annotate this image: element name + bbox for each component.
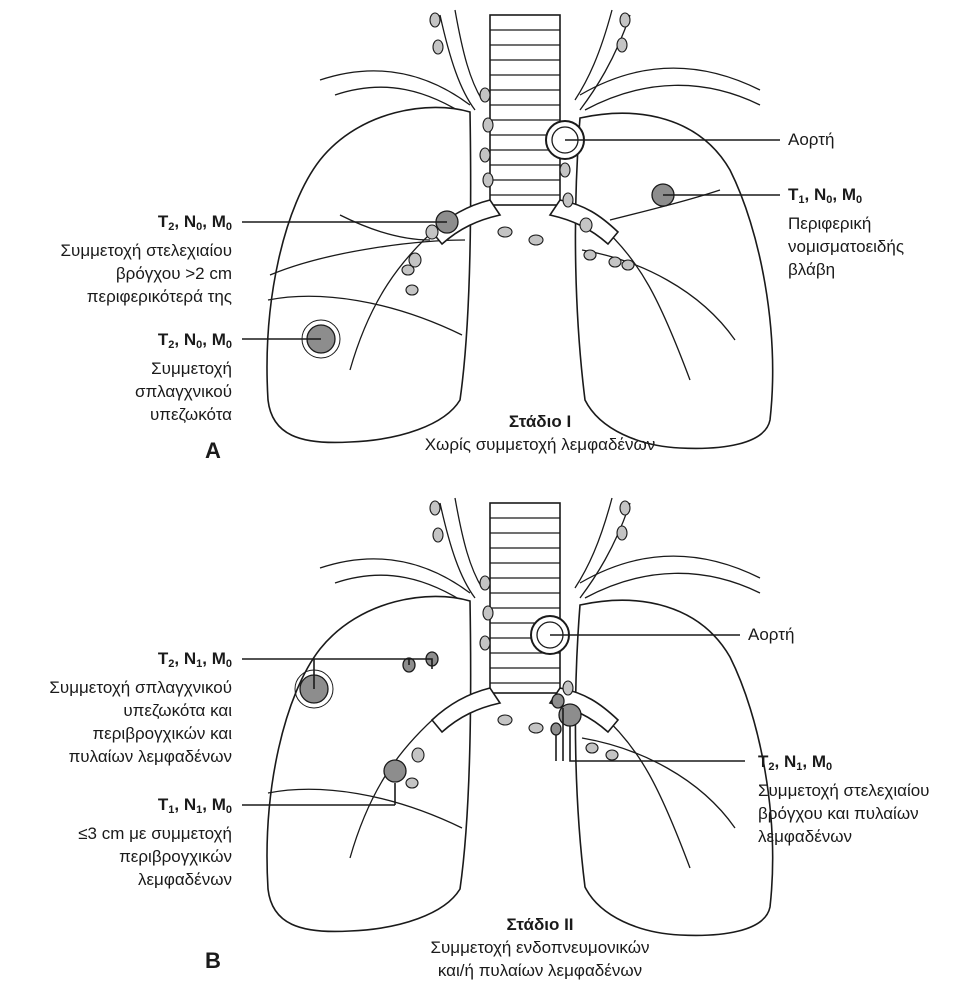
label-line: Συμμετοχή στελεχιαίου <box>758 779 968 802</box>
label-t1n0m0: T1, N0, M0 Περιφερική νομισματοειδής βλά… <box>788 183 968 281</box>
label-line: βλάβη <box>788 258 968 281</box>
panel-b-stage-2: Αορτή T2, N1, M0 Συμμετοχή στελεχιαίου β… <box>0 493 972 986</box>
label-line: ≤3 cm με συμμετοχή <box>0 822 232 845</box>
tnm-code: T2, N1, M0 <box>758 750 968 779</box>
tumor-3cm <box>384 760 406 782</box>
node-hilar-left-2 <box>551 723 561 735</box>
panel-a-stage-1: Αορτή T1, N0, M0 Περιφερική νομισματοειδ… <box>0 0 972 493</box>
tnm-code: T2, N0, M0 <box>0 210 232 239</box>
label-t2n0m0-pleura: T2, N0, M0 Συμμετοχή σπλαγχνικού υπεζωκό… <box>0 328 232 426</box>
stage-caption-b: Στάδιο II Συμμετοχή ενδοπνευμονικών και/… <box>410 913 670 982</box>
label-line: περιβρογχικών <box>0 845 232 868</box>
aorta-label-a: Αορτή <box>788 128 834 151</box>
stage-caption-a: Στάδιο I Χωρίς συμμετοχή λεμφαδένων <box>420 410 660 456</box>
aorta-label-b: Αορτή <box>748 623 794 646</box>
panel-letter-b: B <box>205 948 221 974</box>
label-line: λεμφαδένων <box>0 868 232 891</box>
label-line: Συμμετοχή <box>0 357 232 380</box>
label-line: περιβρογχικών και <box>0 722 232 745</box>
label-line: Περιφερική <box>788 212 968 235</box>
label-line: βρόγχου και πυλαίων <box>758 802 968 825</box>
label-line: Συμμετοχή στελεχιαίου <box>0 239 232 262</box>
label-line: βρόγχου >2 cm <box>0 262 232 285</box>
label-line: υπεζωκότα <box>0 403 232 426</box>
label-line: λεμφαδένων <box>758 825 968 848</box>
label-line: Συμμετοχή σπλαγχνικού <box>0 676 232 699</box>
label-line: νομισματοειδής <box>788 235 968 258</box>
right-lung <box>267 596 471 931</box>
tnm-code: T2, N0, M0 <box>0 328 232 357</box>
trachea <box>490 15 560 205</box>
stage-subtitle: και/ή πυλαίων λεμφαδένων <box>410 959 670 982</box>
tnm-code: T2, N1, M0 <box>0 647 232 676</box>
left-lung <box>575 600 772 935</box>
tnm-code: T1, N1, M0 <box>0 793 232 822</box>
label-t2n1m0-bronchus: T2, N1, M0 Συμμετοχή στελεχιαίου βρόγχου… <box>758 750 968 848</box>
right-lung <box>267 107 471 442</box>
node-hilar-left <box>552 694 564 708</box>
label-t1n1m0: T1, N1, M0 ≤3 cm με συμμετοχή περιβρογχι… <box>0 793 232 891</box>
stage-subtitle: Συμμετοχή ενδοπνευμονικών <box>410 936 670 959</box>
stage-title: Στάδιο I <box>420 410 660 433</box>
stage-subtitle: Χωρίς συμμετοχή λεμφαδένων <box>420 433 660 456</box>
label-line: περιφερικότερά της <box>0 285 232 308</box>
label-t2n1m0-pleura: T2, N1, M0 Συμμετοχή σπλαγχνικού υπεζωκό… <box>0 647 232 768</box>
label-line: σπλαγχνικού <box>0 380 232 403</box>
label-line: πυλαίων λεμφαδένων <box>0 745 232 768</box>
left-lung <box>575 113 772 448</box>
label-t2n0m0-bronchus: T2, N0, M0 Συμμετοχή στελεχιαίου βρόγχου… <box>0 210 232 308</box>
tnm-code: T1, N0, M0 <box>788 183 968 212</box>
panel-letter-a: A <box>205 438 221 464</box>
label-line: υπεζωκότα και <box>0 699 232 722</box>
trachea <box>490 503 560 693</box>
stage-title: Στάδιο II <box>410 913 670 936</box>
